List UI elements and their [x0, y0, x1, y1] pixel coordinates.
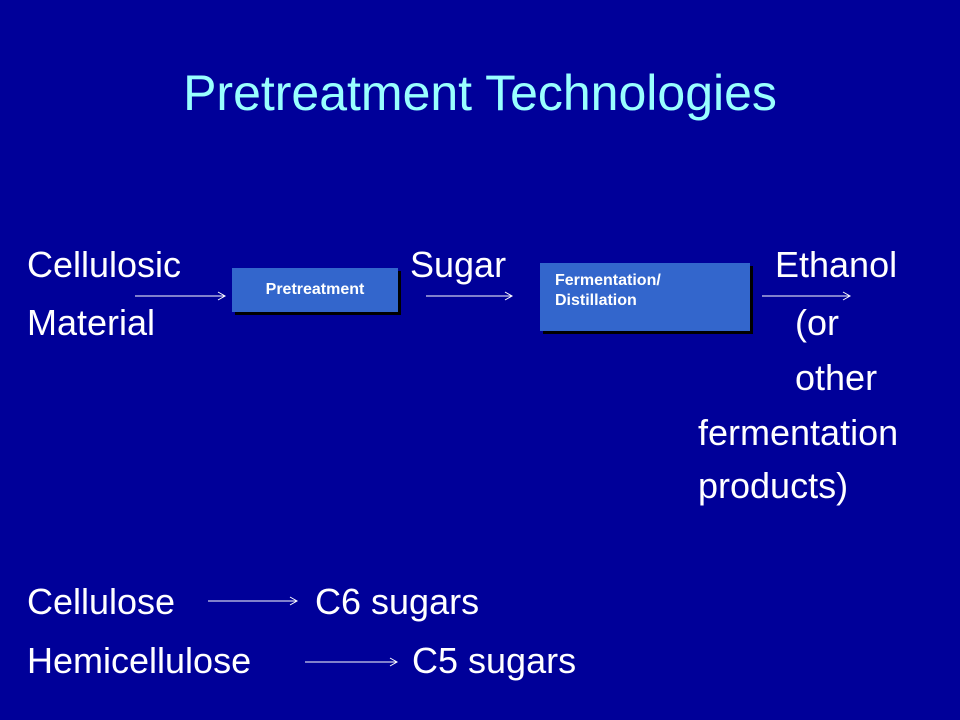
- arrow-cellulose-to-c6-icon: [208, 596, 299, 606]
- output-label-line1: Ethanol: [775, 244, 898, 285]
- arrow-hemicellulose-to-c5-icon: [305, 657, 399, 667]
- conversion-from-hemicellulose: Hemicellulose: [27, 640, 252, 681]
- fermentation-label: Fermentation/: [555, 272, 661, 289]
- distillation-label: Distillation: [555, 292, 637, 309]
- sugar-label: Sugar: [410, 244, 507, 285]
- input-label-line1: Cellulosic: [27, 244, 182, 285]
- conversion-to-c5-sugars: C5 sugars: [412, 640, 577, 681]
- output-label-line2: (or: [795, 302, 839, 343]
- output-label-line5: products): [698, 465, 849, 506]
- pretreatment-box: Pretreatment: [232, 268, 398, 312]
- arrow-pretreatment-to-sugar-icon: [426, 291, 514, 301]
- fermentation-distillation-box: Fermentation/ Distillation: [540, 263, 750, 331]
- slide-title: Pretreatment Technologies: [183, 65, 777, 121]
- conversion-to-c6-sugars: C6 sugars: [315, 581, 480, 622]
- conversion-from-cellulose: Cellulose: [27, 581, 176, 622]
- arrow-fermentation-to-ethanol-icon: [762, 291, 852, 301]
- pretreatment-label: Pretreatment: [265, 281, 365, 298]
- output-label-line4: fermentation: [698, 412, 899, 453]
- output-label-line3: other: [795, 357, 878, 398]
- arrow-material-to-pretreatment-icon: [135, 291, 227, 301]
- input-label-line2: Material: [27, 302, 156, 343]
